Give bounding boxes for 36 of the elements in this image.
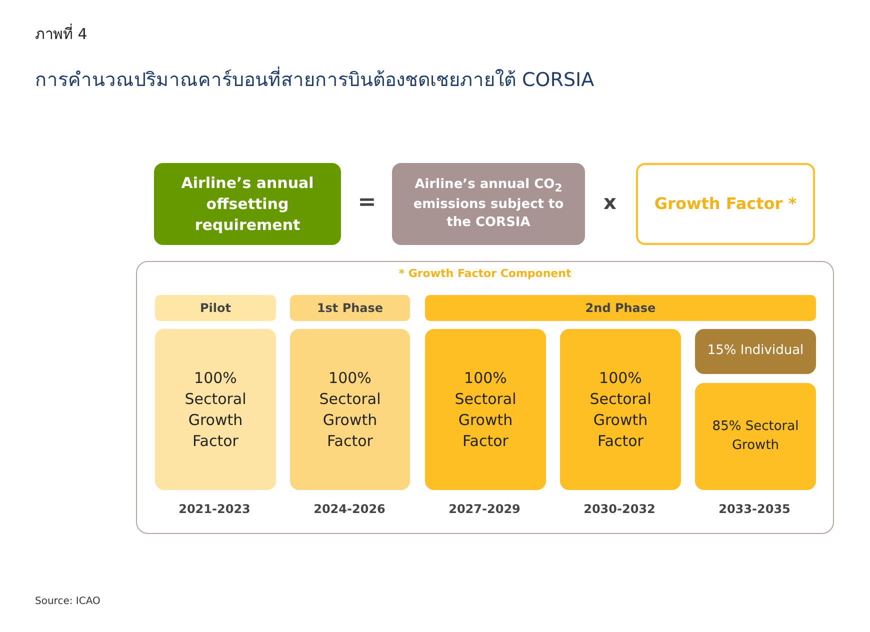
node-text: 100% Sectoral Growth Factor bbox=[588, 368, 652, 452]
year-range: 2030-2032 bbox=[582, 502, 656, 516]
result-box bbox=[154, 163, 341, 245]
multiply-sign: x bbox=[602, 190, 618, 214]
factor-card bbox=[695, 329, 816, 374]
year-range: 2021-2023 bbox=[178, 502, 252, 516]
node-text: 100% Sectoral Growth Factor bbox=[318, 368, 382, 452]
figure-number: ภาพที่ 4 bbox=[35, 22, 88, 45]
factor-card bbox=[425, 329, 546, 490]
emissions-box bbox=[392, 163, 585, 245]
node-text: Airline’s annual CO$_{2}$ emissions subject to the CORSIA bbox=[412, 176, 565, 232]
factor-card bbox=[155, 329, 276, 490]
factor-card bbox=[560, 329, 681, 490]
year-range: 2024-2026 bbox=[312, 502, 386, 516]
year-range: 2033-2035 bbox=[718, 502, 792, 516]
equals-sign: = bbox=[356, 190, 378, 215]
node-text: 100% Sectoral Growth Factor bbox=[454, 368, 518, 452]
factor-card bbox=[290, 329, 410, 490]
factor-card bbox=[695, 383, 816, 490]
node-text: 85% Sectoral Growth bbox=[711, 418, 800, 454]
panel-heading: * Growth Factor Component bbox=[398, 267, 572, 280]
node-text: 100% Sectoral Growth Factor bbox=[184, 368, 248, 452]
node-text: Pilot bbox=[198, 300, 232, 316]
factor-box bbox=[636, 163, 815, 245]
node-text: 2nd Phase bbox=[584, 300, 657, 316]
node-text: Growth Factor * bbox=[653, 192, 798, 215]
node-text: 1st Phase bbox=[316, 300, 384, 316]
component-panel bbox=[136, 261, 834, 534]
node-text: Airline’s annual offsetting requirement bbox=[180, 172, 315, 236]
phase-header bbox=[425, 295, 816, 321]
phase-header bbox=[290, 295, 410, 321]
page-title: การคำนวณปริมาณคาร์บอนที่สายการบินต้องชดเชยภายใต้ CORSIA bbox=[35, 64, 594, 94]
year-range: 2027-2029 bbox=[448, 502, 522, 516]
source-note: Source: ICAO bbox=[35, 596, 100, 607]
phase-header bbox=[155, 295, 276, 321]
node-text: 15% Individual bbox=[706, 342, 805, 360]
